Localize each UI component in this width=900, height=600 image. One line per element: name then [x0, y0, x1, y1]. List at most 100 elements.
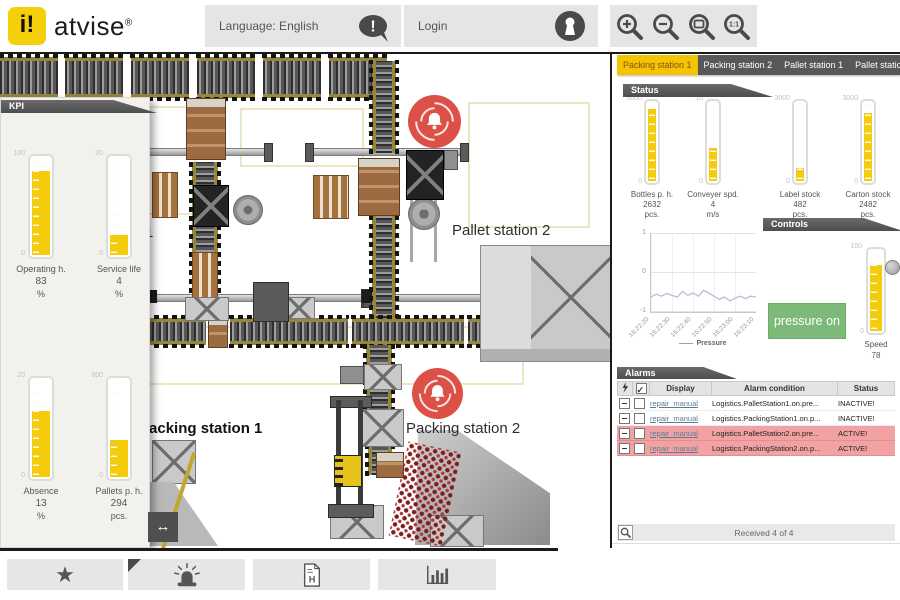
tab-pallet-station-2[interactable]: Pallet station 2 [855, 60, 900, 70]
dock-base [481, 349, 610, 361]
alarm-bell-icon[interactable] [412, 368, 463, 419]
repair-manual-link[interactable]: repair_manual [650, 413, 698, 423]
speed-slider-gauge[interactable] [866, 247, 886, 335]
trends-button[interactable] [378, 559, 496, 590]
magnifier-icon [620, 527, 632, 539]
zoom-region-icon[interactable] [687, 12, 717, 42]
reports-button[interactable]: H [253, 559, 370, 590]
pallet-station-2-label: Pallet station 2 [452, 222, 551, 239]
repair-manual-link[interactable]: repair_manual [650, 398, 698, 408]
gauge-label: Service life [96, 264, 141, 274]
gauge-max-label: 3000 [842, 95, 858, 102]
speed-slider-knob[interactable] [885, 260, 900, 275]
gauge-max-label: 20 [17, 372, 25, 379]
expand-toggle[interactable] [619, 412, 630, 424]
press-head [334, 455, 362, 487]
conveyor-segment-vertical [369, 60, 399, 154]
alarms-section-title: Alarms [617, 367, 737, 379]
tab-packing-station-1[interactable]: Packing station 1 [617, 55, 698, 75]
row-checkbox[interactable] [634, 397, 645, 409]
alarms-view-button[interactable] [128, 559, 245, 590]
language-button[interactable]: Language: English ! [205, 5, 401, 47]
tab-packing-station-2[interactable]: Packing station 2 [703, 60, 773, 70]
machine-unit [360, 409, 404, 447]
row-checkbox[interactable] [634, 412, 645, 424]
alarm-row-active[interactable]: repair_manual Logistics.PackingStation2.… [617, 441, 895, 456]
gauge-min-label: 0 [699, 178, 703, 185]
gauge-unit: pcs. [110, 511, 128, 521]
gauge-unit: % [114, 289, 123, 299]
user-keyhole-icon [555, 11, 585, 41]
login-button[interactable]: Login [404, 5, 598, 47]
column-header-display[interactable]: Display [649, 382, 711, 395]
acknowledge-column-header[interactable] [618, 382, 632, 395]
zoom-out-icon[interactable] [651, 12, 681, 42]
machine-unit [185, 297, 229, 321]
gauge-min-label: 0 [99, 472, 103, 479]
repair-manual-link[interactable]: repair_manual [650, 443, 698, 453]
gauge-min-label: 0 [638, 178, 642, 185]
alarm-filter-button[interactable] [618, 525, 633, 540]
svg-text:H: H [308, 574, 315, 584]
dock-platform [481, 246, 532, 361]
expand-cell [617, 442, 631, 454]
alarm-row[interactable]: repair_manual Logistics.PackingStation1.… [617, 411, 895, 426]
pressure-on-button[interactable]: pressure on [768, 303, 846, 339]
gauge-ticks [111, 160, 117, 253]
gauge-value: 482 [793, 200, 807, 209]
gauge-value: 2632 [643, 200, 661, 209]
kpi-panel-collapse-handle[interactable]: ↔ [148, 512, 178, 542]
gauge-ticks [33, 160, 39, 253]
packing-station-1-label: Packing station 1 [139, 420, 263, 437]
carton-stack [358, 158, 400, 216]
pressure-series-line [650, 289, 757, 302]
kpi-panel: KPI 100 0 Operating h. 83 % 20 0 Service… [0, 97, 157, 548]
registered-mark: ® [124, 17, 133, 29]
zoom-one-to-one-icon[interactable]: 1:1 [722, 12, 752, 42]
expand-toggle[interactable] [619, 397, 630, 409]
gauge-min-label: 0 [21, 250, 25, 257]
conveyor-segment [196, 54, 256, 101]
repair-manual-link[interactable]: repair_manual [650, 428, 698, 438]
alarm-bell-icon[interactable] [408, 95, 461, 148]
svg-text:!: ! [370, 19, 375, 36]
gauge-unit: pcs. [644, 210, 660, 219]
gauge-value: 2482 [859, 200, 877, 209]
bottles-gauge [644, 99, 660, 185]
select-all-checkbox[interactable] [635, 383, 647, 395]
machine-unit [364, 364, 402, 390]
gauge-ticks [111, 382, 117, 475]
column-header-status[interactable]: Status [837, 382, 894, 395]
zoom-in-icon[interactable] [615, 12, 645, 42]
gauge-min-label: 0 [21, 472, 25, 479]
carton-on-conveyor [376, 452, 404, 478]
expand-toggle[interactable] [619, 427, 630, 439]
alarm-status: ACTIVE! [838, 443, 868, 453]
gripper-robot [193, 185, 229, 227]
gauge-max-label: 3000 [626, 95, 642, 102]
favorites-button[interactable]: ★ [7, 559, 123, 590]
column-header-alarm-condition[interactable]: Alarm condition [711, 382, 837, 395]
gauge-label: Speed [864, 340, 888, 349]
notification-corner-badge [128, 559, 141, 572]
gauge-max-label: 3000 [774, 95, 790, 102]
bar-chart-icon [426, 565, 449, 584]
row-checkbox[interactable] [634, 442, 645, 454]
alarms-table-header: Display Alarm condition Status [617, 381, 895, 396]
elevator-unit [253, 282, 289, 322]
plant-diagram: Pallet station 1 Pallet station 2 Packin… [0, 54, 612, 548]
alarm-row[interactable]: repair_manual Logistics.PalletStation1.o… [617, 396, 895, 411]
footer-divider [0, 548, 558, 551]
conveyor-segment [0, 54, 59, 101]
station-detail-panel: Packing station 1 Packing station 2 Pall… [612, 54, 900, 600]
gauge-label: Conveyer spd. [687, 190, 739, 199]
tab-pallet-station-1[interactable]: Pallet station 1 [784, 60, 844, 70]
gauge-unit: pcs. [860, 210, 876, 219]
gauge-value: 83 [35, 276, 47, 287]
pallet [192, 252, 218, 300]
received-count: Received 4 of 4 [734, 527, 794, 538]
row-checkbox[interactable] [634, 427, 645, 439]
expand-toggle[interactable] [619, 442, 630, 454]
alarm-row-active[interactable]: repair_manual Logistics.PalletStation2.o… [617, 426, 895, 441]
rotary-table [408, 198, 440, 230]
